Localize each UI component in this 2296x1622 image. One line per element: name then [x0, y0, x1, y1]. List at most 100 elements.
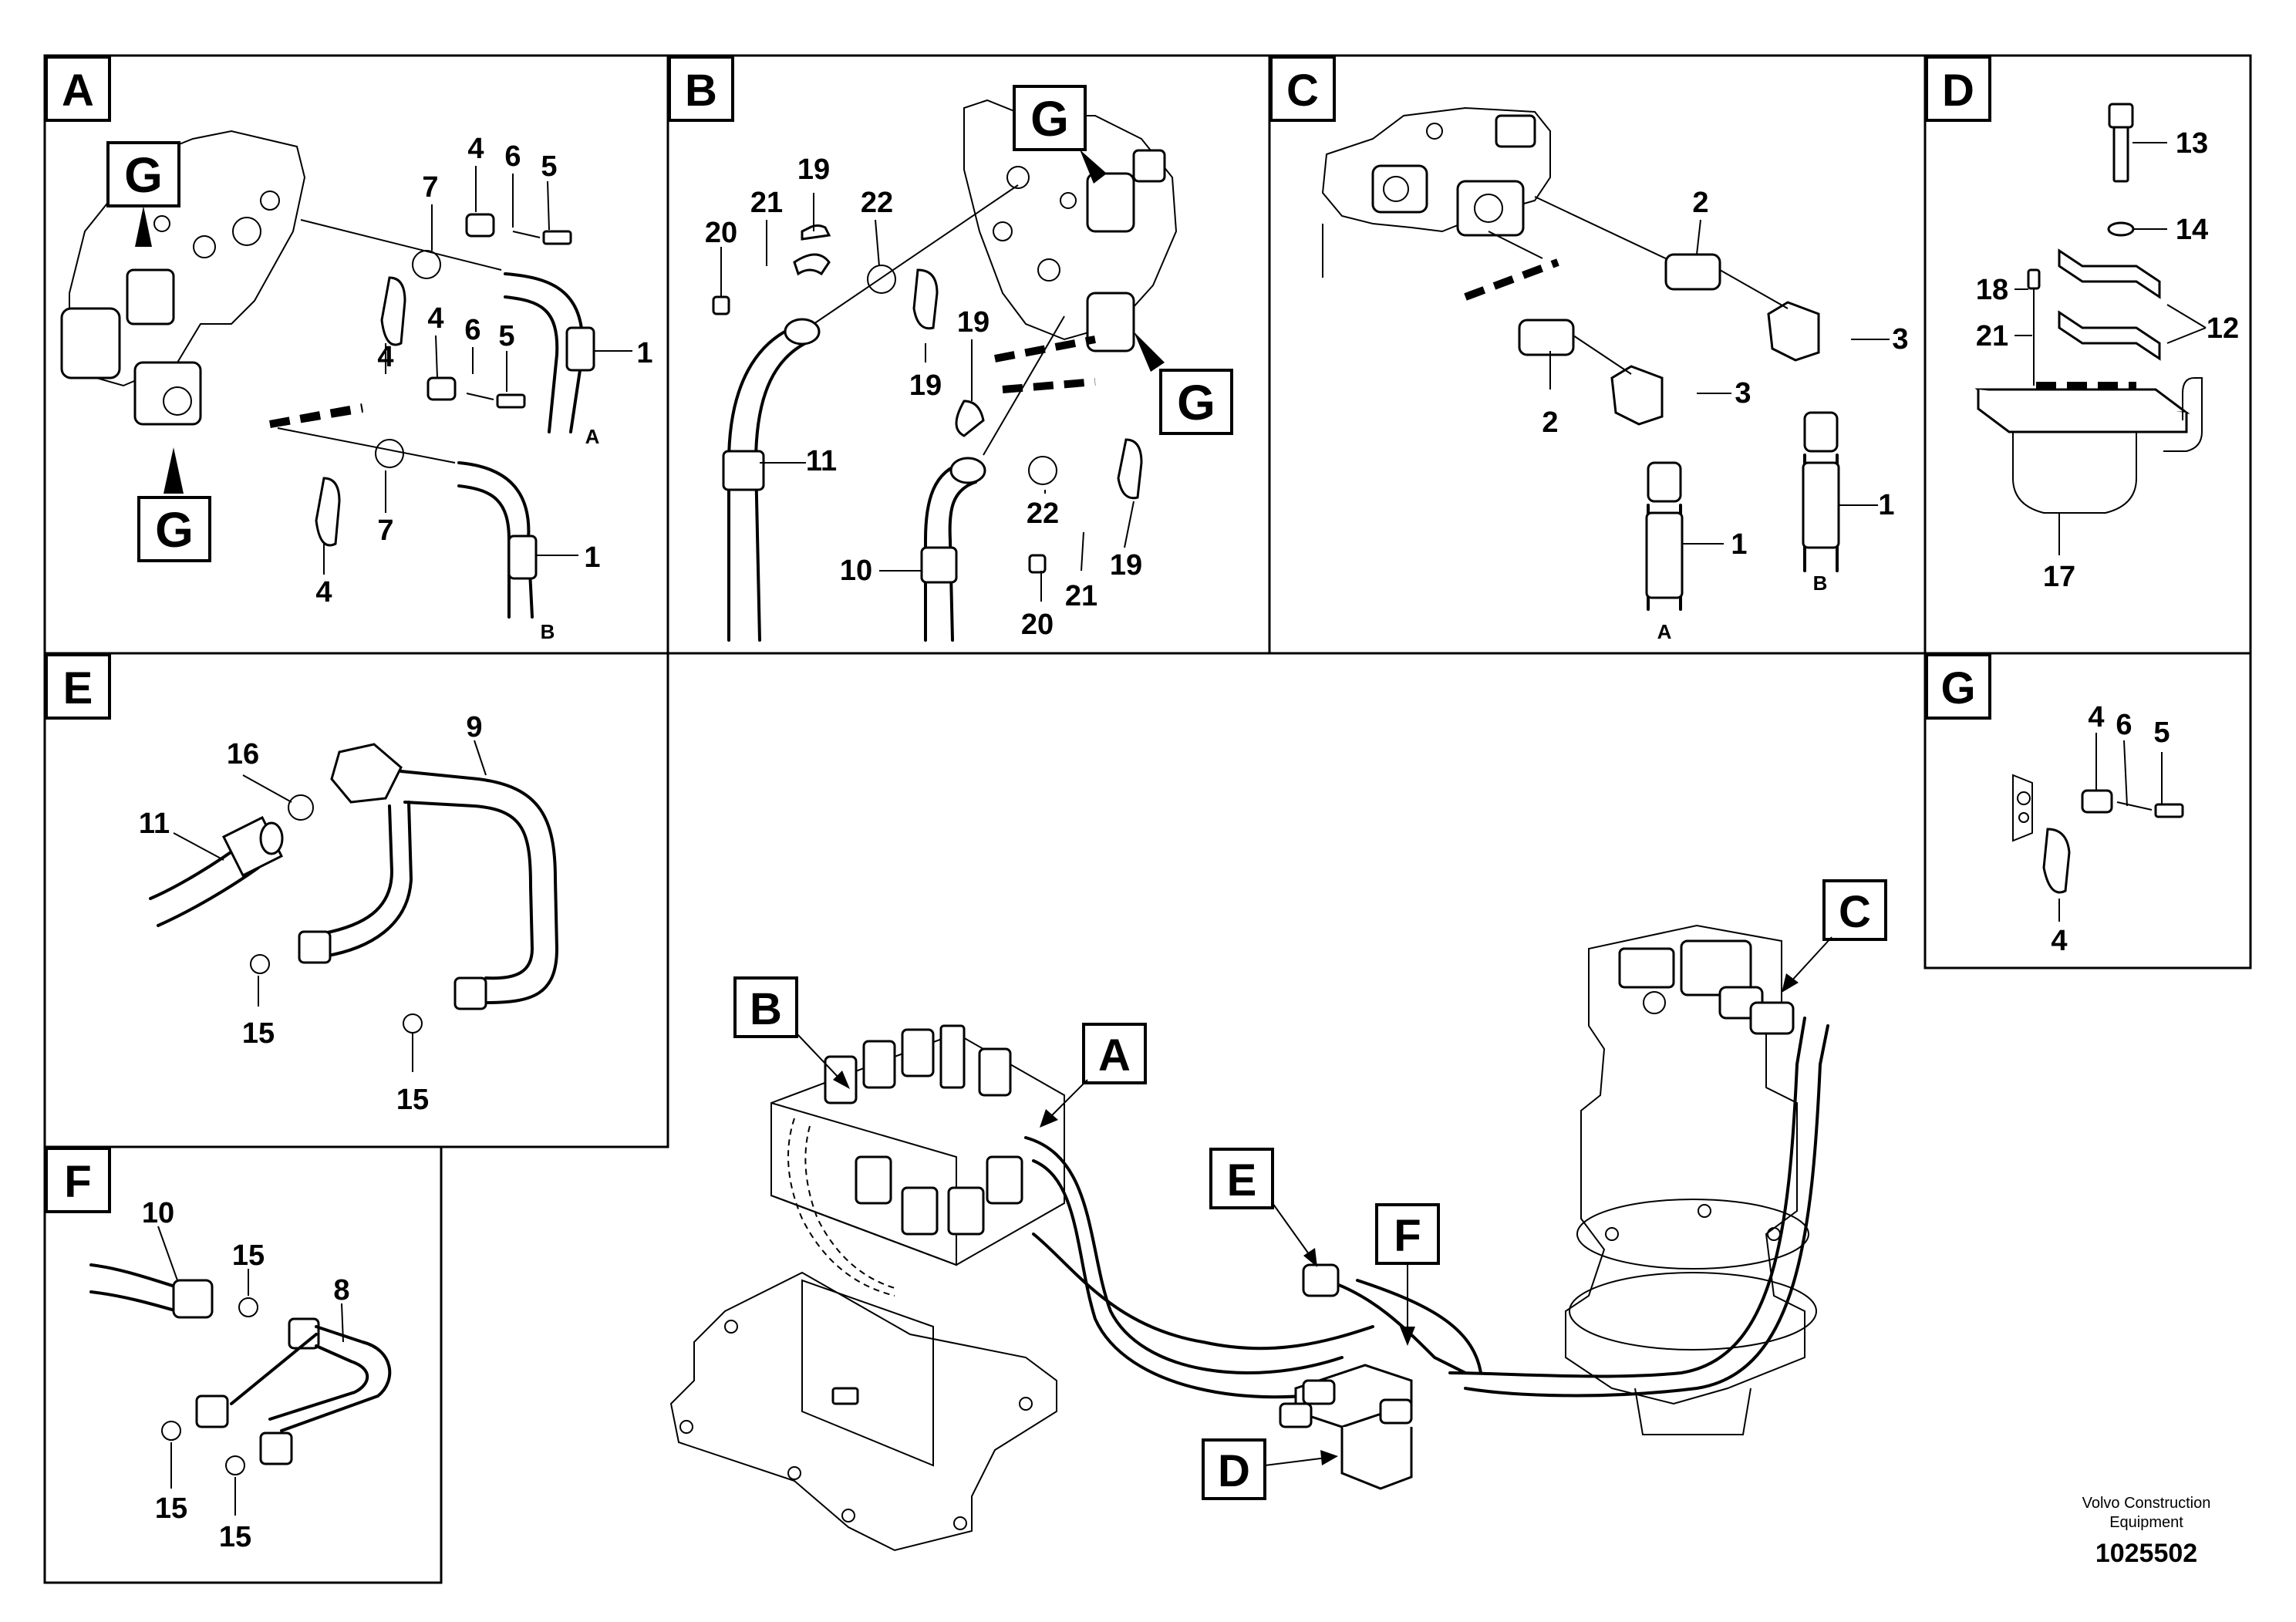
- a-port-b: B: [541, 620, 555, 643]
- panel-a: G G: [60, 130, 653, 643]
- b-callout-22-bottom: 22: [1027, 497, 1059, 530]
- d-callout-12: 12: [2207, 312, 2239, 345]
- overview-tag-c-text: C: [1839, 887, 1871, 937]
- panel-a-g-lower-text: G: [155, 502, 194, 558]
- d-callout-14: 14: [2176, 214, 2208, 246]
- panel-tag-e: E: [45, 653, 111, 720]
- overview-tag-a: A: [1040, 1023, 1147, 1128]
- brand-line-1: Volvo Construction: [2082, 1495, 2211, 1512]
- a-callout-7-top: 7: [422, 171, 438, 204]
- panel-tag-f-text: F: [64, 1157, 91, 1207]
- panel-tags: A B C D E G F: [45, 56, 1991, 1213]
- c-callout-1-left: 1: [1731, 528, 1747, 561]
- c-callout-2-left: 2: [1542, 406, 1558, 439]
- panel-tag-b: B: [668, 56, 734, 122]
- overview-control-valve: [770, 1024, 1065, 1297]
- panel-c-swing-motor: [1321, 106, 1551, 278]
- f-callout-15-right: 15: [219, 1521, 251, 1553]
- a-callout-1-lower: 1: [584, 541, 600, 574]
- b-callout-19-bottom: 19: [1110, 549, 1142, 582]
- panel-frames: [43, 54, 2252, 1584]
- d-callout-13: 13: [2176, 127, 2208, 160]
- overview-tag-d: D: [1202, 1438, 1338, 1500]
- b-callout-20-bottom: 20: [1021, 609, 1054, 641]
- panel-a-g-tag-upper: G: [106, 141, 180, 247]
- panel-d-bracket: [1974, 377, 2203, 514]
- b-callout-22-top: 22: [861, 187, 893, 219]
- g-callout-5: 5: [2153, 717, 2170, 749]
- a-callout-5-mid: 5: [498, 320, 514, 352]
- panel-b-g-upper-text: G: [1030, 91, 1069, 147]
- a-callout-4-mid: 4: [377, 341, 393, 373]
- overview-bracket: [1279, 1364, 1413, 1490]
- f-callout-15-left: 15: [155, 1492, 187, 1525]
- panel-g: 4 6 5 4: [2012, 701, 2184, 957]
- a-callout-1-upper: 1: [636, 337, 652, 369]
- document-number: 1025502: [2095, 1539, 2197, 1568]
- b-callout-19-left: 19: [909, 369, 942, 402]
- overview-tag-e-text: E: [1227, 1155, 1257, 1206]
- a-callout-7-bottom: 7: [377, 514, 393, 547]
- panel-d-clamp-halves: [2058, 248, 2161, 361]
- panel-b-g-tag-lower: G: [1134, 332, 1233, 435]
- overview-hoses: [1024, 986, 1829, 1399]
- e-callout-11: 11: [139, 808, 170, 840]
- a-port-a: A: [585, 425, 600, 448]
- panel-a-g-upper-text: G: [124, 147, 163, 203]
- e-callout-15-right: 15: [396, 1084, 429, 1116]
- panel-a-g-tag-lower: G: [137, 447, 211, 562]
- panel-c: 2 2 3 3 1 1 B A: [1321, 106, 1909, 643]
- panel-d-bolt: [2107, 103, 2135, 237]
- panel-b-g-tag-upper: G: [1013, 85, 1107, 184]
- a-callout-4-bottom: 4: [315, 576, 332, 609]
- panel-tag-g-text: G: [1940, 663, 1975, 713]
- c-callout-3-left: 3: [1735, 377, 1751, 410]
- b-callout-21-bottom: 21: [1065, 580, 1097, 612]
- panel-b-g-lower-text: G: [1177, 375, 1215, 430]
- panel-b: G G: [705, 85, 1233, 642]
- d-callout-17: 17: [2043, 561, 2075, 593]
- overview-tag-f-text: F: [1394, 1211, 1421, 1261]
- b-callout-19-top: 19: [797, 153, 830, 186]
- a-callout-6-mid: 6: [464, 314, 480, 346]
- e-callout-16: 16: [227, 738, 259, 771]
- overview-tag-a-text: A: [1098, 1030, 1131, 1081]
- f-callout-10: 10: [142, 1197, 174, 1229]
- panel-tag-c: C: [1269, 56, 1336, 122]
- overview-tag-b: B: [733, 976, 850, 1089]
- panel-tag-a-text: A: [62, 66, 94, 116]
- c-callout-1-right: 1: [1878, 489, 1894, 521]
- g-callout-6: 6: [2116, 709, 2132, 741]
- panel-e-frame: [43, 652, 669, 1148]
- footer: Volvo Construction Equipment 1025502: [2082, 1495, 2211, 1568]
- b-callout-21-top: 21: [750, 187, 783, 219]
- panel-tag-g: G: [1925, 653, 1991, 720]
- panel-tag-c-text: C: [1286, 66, 1319, 116]
- panel-d: 13 14 12 18 21 17: [1974, 103, 2239, 593]
- overview-tag-c: C: [1782, 879, 1887, 993]
- panel-g-frame: [1923, 652, 2252, 969]
- panel-tag-b-text: B: [685, 66, 717, 116]
- overview-tag-f: F: [1375, 1203, 1440, 1346]
- e-callout-15-left: 15: [242, 1017, 275, 1050]
- g-callout-4-bottom: 4: [2051, 925, 2067, 957]
- b-callout-20-top: 20: [705, 217, 737, 249]
- c-callout-3-right: 3: [1892, 323, 1908, 356]
- a-callout-5-top: 5: [541, 150, 557, 183]
- overview-tag-d-text: D: [1218, 1446, 1250, 1496]
- panel-c-frame: [1268, 54, 1927, 655]
- panel-tag-d: D: [1925, 56, 1991, 122]
- panel-e-tee-9: [298, 743, 559, 1010]
- panel-tag-a: A: [45, 56, 111, 122]
- c-port-b: B: [1813, 572, 1828, 595]
- panel-tag-d-text: D: [1942, 66, 1974, 116]
- overview-assembly: B A E F D C: [669, 879, 1887, 1552]
- b-callout-11: 11: [806, 445, 837, 477]
- panel-a-valve-block: [60, 130, 306, 426]
- f-callout-15-top: 15: [232, 1239, 265, 1272]
- panel-e-hose-11: [149, 815, 284, 927]
- b-callout-19-mid: 19: [957, 306, 990, 339]
- overview-base-plate: [669, 1271, 1057, 1552]
- panel-tag-e-text: E: [63, 663, 93, 713]
